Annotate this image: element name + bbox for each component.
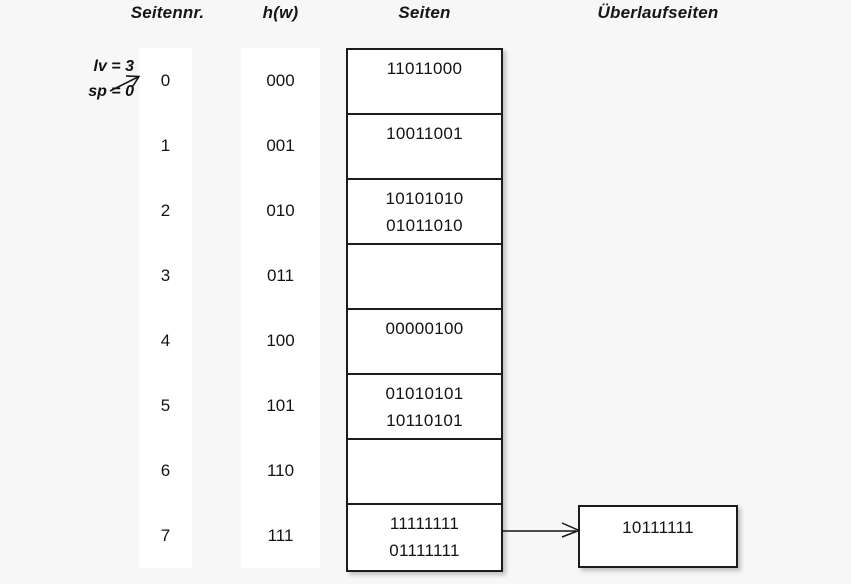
hw-column: 000 001 010 011 100 101 110 111 [241,48,320,568]
page-row [348,245,501,310]
page-row: 11111111 01111111 [348,505,501,570]
level-split-annotation: lv = 3 sp = 0 [34,54,134,104]
arrow-up-right-icon [109,75,141,92]
column-header-seitennr: Seitennr. [130,3,205,22]
page-row: 11011000 [348,50,501,115]
seitennr-cell: 0 [160,70,171,90]
seitennr-cell: 7 [160,525,171,545]
column-band-hw [241,48,320,568]
seitennr-cell: 2 [160,200,171,220]
page-row: 10101010 01011010 [348,180,501,245]
page-row: 10011001 [348,115,501,180]
page-entry: 11111111 [389,514,460,533]
seitennr-cell: 6 [160,460,171,480]
hw-cell: 011 [266,265,295,285]
page-entry: 10101010 [385,189,464,208]
overflow-page-entry: 10111111 [622,518,694,537]
seitennr-cell: 3 [160,265,171,285]
page-entry: 01011010 [386,216,463,235]
hw-cell: 000 [266,70,295,90]
overflow-page-box: 10111111 [578,505,738,568]
seitennr-cell: 1 [160,135,171,155]
pages-table: 11011000 10011001 10101010 01011010 00000100… [346,48,503,572]
arrow-right-icon [501,522,581,538]
hw-cell: 101 [266,395,295,415]
page-entry: 01010101 [385,384,464,403]
hw-cell: 111 [267,525,294,545]
hw-cell: 100 [266,330,295,350]
seitennr-column: 0 1 2 3 4 5 6 7 [139,48,192,568]
column-header-ueberlaufseiten: Überlaufseiten [597,3,719,22]
column-header-hw: h(w) [262,3,299,22]
page-entry: 00000100 [385,319,464,338]
seitennr-cell: 5 [160,395,171,415]
hw-cell: 110 [266,460,295,480]
page-entry: 10110101 [386,411,463,430]
seitennr-cell: 4 [160,330,171,350]
hw-cell: 001 [266,135,295,155]
column-band-seitennr [139,48,192,568]
annotation-lv: lv = 3 [93,58,134,75]
page-entry: 10011001 [386,124,463,143]
page-row [348,440,501,505]
page-entry: 11011000 [386,59,463,78]
hw-cell: 010 [266,200,295,220]
page-entry: 01111111 [389,541,460,560]
page-row: 00000100 [348,310,501,375]
column-header-seiten: Seiten [398,3,451,22]
page-row: 01010101 10110101 [348,375,501,440]
annotation-sp: sp = 0 [88,83,134,100]
